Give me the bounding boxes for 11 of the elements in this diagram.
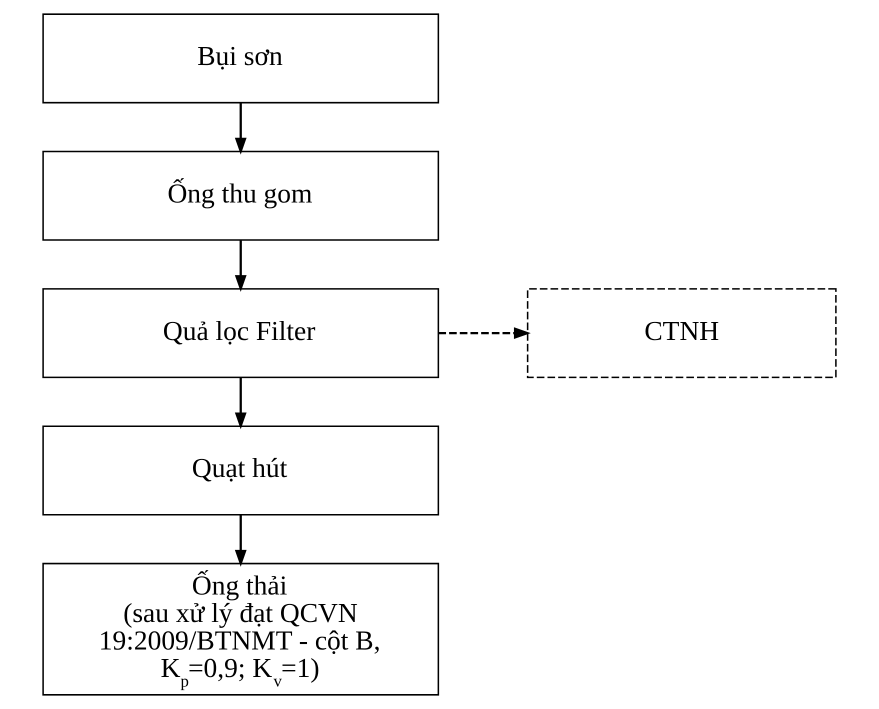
arrow — [234, 378, 247, 430]
node-box: Ống thải (sau xử lý đạt QCVN 19:2009/BTNMT - cột B, K$_{p}$=0,9; K$_{v}$=1) — [42, 562, 440, 696]
node-box: Bụi sơn — [42, 13, 440, 104]
arrow — [234, 103, 247, 155]
node-box: Quả lọc Filter — [42, 288, 440, 378]
arrow — [234, 240, 247, 292]
arrow — [234, 514, 247, 567]
arrow — [438, 327, 531, 340]
node-box: Ống thu gom — [42, 150, 440, 241]
node-box: Quạt hút — [42, 425, 440, 516]
node-box: CTNH — [526, 288, 837, 378]
